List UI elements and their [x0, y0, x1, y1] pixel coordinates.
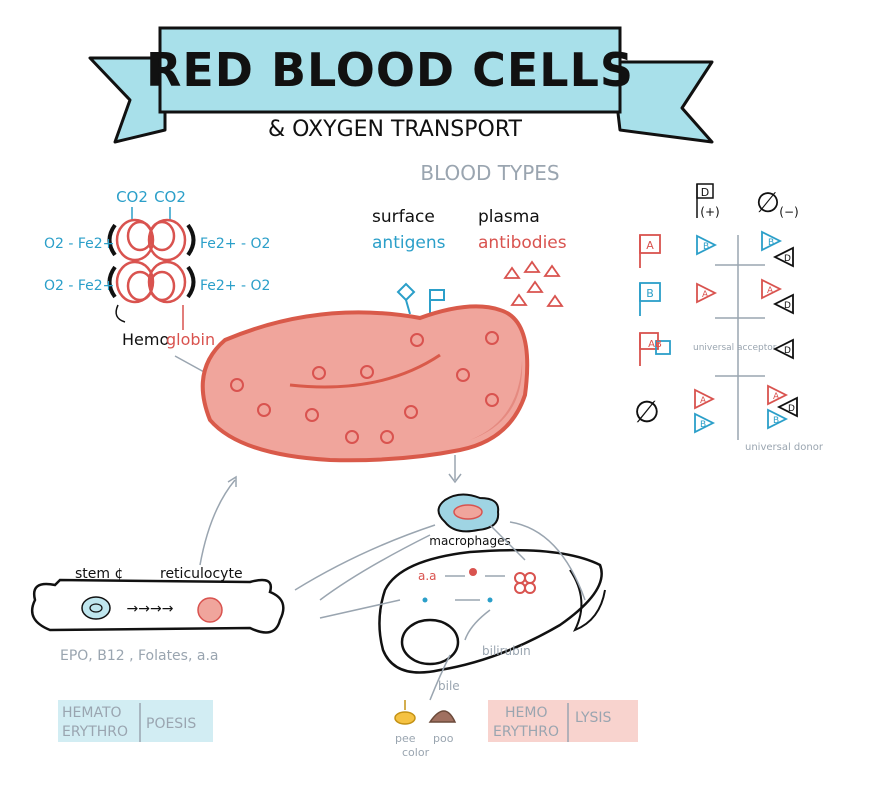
- bilirubin-label: bilirubin: [482, 644, 531, 658]
- row-ab: AB universal acceptor D: [639, 332, 794, 366]
- iron-dot-2: [487, 597, 493, 603]
- pee-drop-icon: [394, 711, 416, 725]
- globin-label: globin: [166, 330, 215, 349]
- antigens-label: antigens: [372, 233, 446, 253]
- rbc-fold: [289, 353, 441, 389]
- co2-right-label: CO2: [154, 188, 186, 206]
- gallbladder: [400, 618, 460, 666]
- co2-left-label: CO2: [116, 188, 148, 206]
- surface-antigens: [396, 282, 445, 315]
- erythro-word-right: ERYTHRO: [493, 724, 559, 740]
- row-a: A B B D: [639, 230, 794, 268]
- blood-type-table: D (+) ∅ (−) A B B D B A A: [634, 183, 824, 453]
- liver-aa-label: a.a: [418, 569, 437, 583]
- blood-types-header: BLOOD TYPES: [420, 161, 559, 185]
- poesis-word: POESIS: [146, 716, 196, 732]
- liver-lobe: [569, 569, 606, 632]
- surface-label: surface: [372, 207, 435, 227]
- lysis-highlight: [488, 700, 638, 742]
- banner-right-tail: [610, 60, 714, 144]
- page-subtitle: & OXYGEN TRANSPORT: [268, 117, 523, 142]
- poo-label: poo: [433, 732, 454, 745]
- macrophage-nucleus: [453, 504, 483, 520]
- hemato-erythro-poesis-label: HEMATO ERYTHRO POESIS: [58, 700, 213, 742]
- page-title: RED BLOOD CELLS: [146, 43, 634, 97]
- universal-donor-label: universal donor: [745, 442, 824, 453]
- bone-outline: [30, 578, 285, 634]
- hemo-arrow: [115, 304, 126, 323]
- hemo-erythro-lysis-label: HEMO ERYTHRO LYSIS: [488, 700, 638, 742]
- stem-cell: [81, 596, 111, 620]
- bile-label: bile: [438, 679, 460, 693]
- svg-text:A: A: [773, 392, 780, 402]
- title-banner: RED BLOOD CELLS: [88, 26, 714, 144]
- o-header-symbol: ∅: [756, 186, 780, 219]
- macrophage: macrophages: [429, 493, 511, 548]
- d-header-positive: (+): [700, 205, 719, 219]
- heme-bottom-right: Fe2+ - O2: [200, 278, 270, 294]
- svg-text:B: B: [703, 242, 709, 252]
- hemo-word: HEMO: [505, 705, 547, 721]
- globin-subunits: [115, 218, 187, 304]
- o-header-negative: (−): [779, 205, 798, 219]
- erythro-word-left: ERYTHRO: [62, 724, 128, 740]
- svg-text:A: A: [767, 286, 774, 296]
- heme-top-left: O2 - Fe2+: [44, 236, 114, 252]
- bone-marrow: →→→→ stem ¢ reticulocyte EPO, B12 , Fola…: [30, 475, 285, 664]
- banner-left-tail: [88, 56, 167, 144]
- red-blood-cell: [200, 304, 530, 463]
- hemo-label: Hemo: [122, 330, 169, 349]
- liver-globin-dot: [469, 568, 477, 576]
- svg-text:D: D: [784, 254, 791, 264]
- antibodies-label: antibodies: [478, 233, 567, 253]
- svg-text:A: A: [700, 396, 707, 406]
- row-o-label: ∅: [634, 395, 660, 430]
- lysis-word: LYSIS: [575, 710, 612, 726]
- d-header-letter: D: [701, 186, 709, 199]
- hemato-word: HEMATO: [62, 705, 122, 721]
- heme-top-right: Fe2+ - O2: [200, 236, 270, 252]
- hemoglobin-diagram: CO2 CO2 O2 - Fe2+ Fe2+ - O2 O2 - Fe2+ Fe…: [44, 188, 270, 379]
- hemato-highlight: [58, 700, 213, 742]
- iron-dot-1: [422, 597, 428, 603]
- row-b: B A A D: [639, 278, 794, 316]
- pee-label: pee: [395, 732, 416, 745]
- rbc-hemoglobin-dots: [230, 331, 499, 444]
- liver-heme-cluster: [514, 572, 536, 594]
- liver-outline: [378, 548, 603, 674]
- heme-brackets: [107, 223, 196, 299]
- liver: a.a bilirubin bile: [378, 548, 606, 693]
- svg-text:B: B: [700, 420, 706, 430]
- heme-bottom-left: O2 - Fe2+: [44, 278, 114, 294]
- arrowhead-1: [448, 473, 462, 484]
- macrophage-label: macrophages: [429, 534, 510, 548]
- waste-icons: pee color poo: [394, 700, 457, 759]
- svg-text:D: D: [788, 404, 795, 414]
- plasma-label: plasma: [478, 207, 540, 227]
- arrowhead-2: [227, 475, 237, 487]
- svg-text:B: B: [768, 238, 774, 248]
- bone-to-rbc-arrow: [199, 479, 236, 566]
- reticulocyte-label: reticulocyte: [160, 566, 243, 582]
- poo-icon: [428, 710, 457, 723]
- stem-cell-nucleus: [89, 603, 103, 613]
- antibody-triangles: [503, 260, 564, 307]
- row-o: ∅ A B A B D universal donor: [634, 384, 824, 453]
- svg-text:B: B: [773, 416, 779, 426]
- banner-body: [158, 26, 622, 114]
- row-a-label: A: [646, 239, 654, 252]
- row-b-label: B: [646, 287, 654, 300]
- row-ab-label: AB: [648, 339, 662, 350]
- universal-acceptor-label: universal acceptor: [693, 343, 777, 353]
- svg-text:D: D: [784, 301, 791, 311]
- liver-flow-arrows: [294, 521, 586, 701]
- svg-text:A: A: [702, 290, 709, 300]
- color-label: color: [402, 746, 430, 759]
- stem-cell-arrows: →→→→: [127, 601, 174, 617]
- nutrients-label: EPO, B12 , Folates, a.a: [60, 648, 218, 664]
- stem-cell-label: stem ¢: [75, 566, 123, 582]
- svg-text:D: D: [784, 346, 791, 356]
- reticulocyte-cell: [197, 597, 223, 623]
